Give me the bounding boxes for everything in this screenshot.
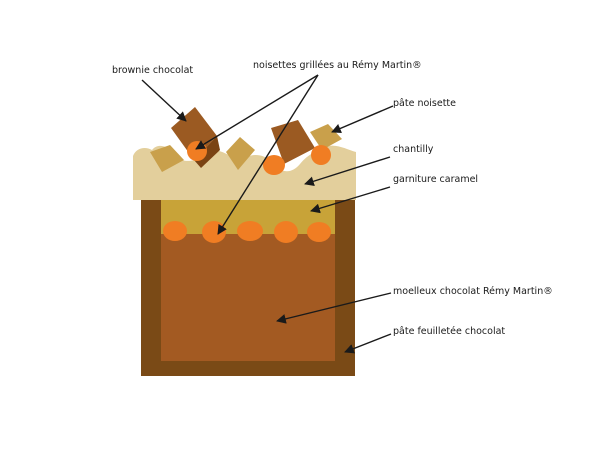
label-caramel: garniture caramel <box>393 174 479 185</box>
hazelnut <box>163 221 187 241</box>
label-feuilletee: pâte feuilletée chocolat <box>393 326 506 337</box>
label-brownie: brownie chocolat <box>112 65 194 76</box>
paste-piece <box>150 145 184 172</box>
label-noisettes: noisettes grillées au Rémy Martin® <box>253 60 422 71</box>
arrow-moelleux <box>276 292 392 324</box>
hazelnut <box>307 222 331 242</box>
chantilly-layer <box>133 145 356 200</box>
hazelnut <box>263 155 285 175</box>
hazelnut <box>274 221 298 243</box>
arrow-brownie <box>141 79 187 122</box>
arrow-feuilletee <box>344 333 392 354</box>
hazelnut <box>202 221 226 243</box>
label-pate-noisette: pâte noisette <box>393 98 457 109</box>
arrow-chantilly <box>304 156 391 186</box>
arrow-pate-noisette <box>331 105 394 134</box>
arrow-noisettes-2 <box>217 74 319 235</box>
label-moelleux: moelleux chocolat Rémy Martin® <box>393 286 553 297</box>
hazelnut <box>237 221 263 241</box>
moelleux-layer <box>161 234 335 361</box>
label-chantilly: chantilly <box>393 144 434 155</box>
arrow-caramel <box>310 186 391 214</box>
arrow-noisettes-1 <box>195 74 319 150</box>
paste-piece <box>226 137 255 170</box>
hazelnut <box>311 145 331 165</box>
